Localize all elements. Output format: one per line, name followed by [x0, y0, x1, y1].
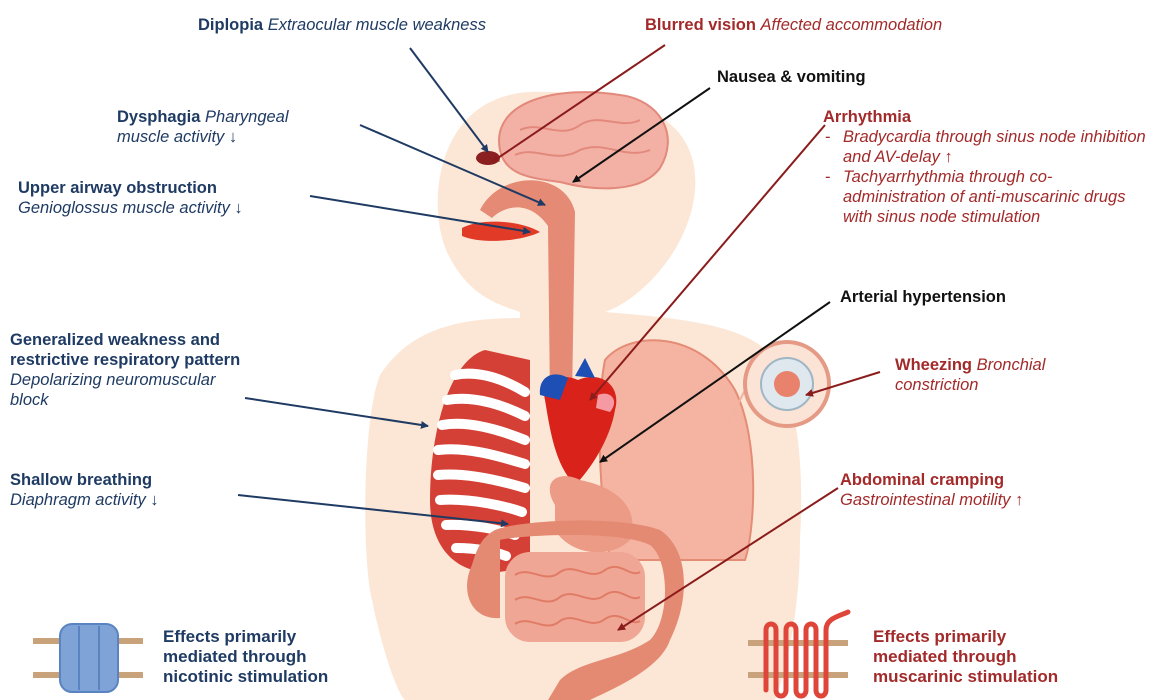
weakness-desc-1: Depolarizing neuromuscular [10, 370, 240, 390]
blurred-vision-desc: Affected accommodation [761, 16, 943, 34]
arrhythmia-item-tachyarrhythmia: Tachyarrhythmia through co-administratio… [823, 167, 1153, 227]
wheezing-title: Wheezing [895, 356, 972, 374]
wheezing-desc-1: Bronchial [977, 356, 1046, 374]
label-wheezing: Wheezing Bronchial constriction [895, 355, 1045, 395]
weakness-title-1: Generalized weakness and [10, 330, 240, 350]
nausea-title: Nausea & vomiting [717, 68, 866, 86]
upper-airway-desc: Genioglossus muscle activity ↓ [18, 198, 243, 218]
upper-airway-title: Upper airway obstruction [18, 178, 243, 198]
abdominal-cramping-title: Abdominal cramping [840, 470, 1023, 490]
arrhythmia-list: Bradycardia through sinus node inhibitio… [823, 127, 1153, 227]
arrow-diplopia [410, 48, 488, 152]
label-weakness: Generalized weakness and restrictive res… [10, 330, 240, 410]
dysphagia-desc-1: Pharyngeal [205, 108, 288, 126]
diplopia-desc: Extraocular muscle weakness [268, 16, 486, 34]
dysphagia-desc-2: muscle activity ↓ [117, 127, 289, 147]
legend-muscarinic-line-1: Effects primarily [873, 627, 1058, 647]
legend-muscarinic-line-2: mediated through [873, 647, 1058, 667]
label-nausea: Nausea & vomiting [717, 67, 866, 87]
legend-nicotinic-line-3: nicotinic stimulation [163, 667, 328, 687]
label-abdominal-cramping: Abdominal cramping Gastrointestinal moti… [840, 470, 1023, 510]
shallow-breathing-title: Shallow breathing [10, 470, 159, 490]
label-hypertension: Arterial hypertension [840, 287, 1006, 307]
blurred-vision-title: Blurred vision [645, 16, 756, 34]
hypertension-title: Arterial hypertension [840, 288, 1006, 306]
legend-nicotinic-line-2: mediated through [163, 647, 328, 667]
wheezing-desc-2: constriction [895, 375, 1045, 395]
label-arrhythmia: Arrhythmia Bradycardia through sinus nod… [823, 107, 1153, 227]
weakness-title-2: restrictive respiratory pattern [10, 350, 240, 370]
legend-nicotinic: Effects primarily mediated through nicot… [163, 627, 328, 687]
dysphagia-title: Dysphagia [117, 108, 200, 126]
label-blurred-vision: Blurred vision Affected accommodation [645, 15, 942, 35]
arrhythmia-title: Arrhythmia [823, 107, 1153, 127]
shallow-breathing-desc: Diaphragm activity ↓ [10, 490, 159, 510]
label-upper-airway: Upper airway obstruction Genioglossus mu… [18, 178, 243, 218]
legend-muscarinic-line-3: muscarinic stimulation [873, 667, 1058, 687]
diplopia-title: Diplopia [198, 16, 263, 34]
label-diplopia: Diplopia Extraocular muscle weakness [198, 15, 486, 35]
weakness-desc-2: block [10, 390, 240, 410]
label-shallow-breathing: Shallow breathing Diaphragm activity ↓ [10, 470, 159, 510]
abdominal-cramping-desc: Gastrointestinal motility ↑ [840, 490, 1023, 510]
label-dysphagia: Dysphagia Pharyngeal muscle activity ↓ [117, 107, 289, 147]
nicotinic-receptor-icon [33, 624, 143, 692]
legend-muscarinic: Effects primarily mediated through musca… [873, 627, 1058, 687]
arrhythmia-item-bradycardia: Bradycardia through sinus node inhibitio… [823, 127, 1153, 167]
legend-nicotinic-line-1: Effects primarily [163, 627, 328, 647]
